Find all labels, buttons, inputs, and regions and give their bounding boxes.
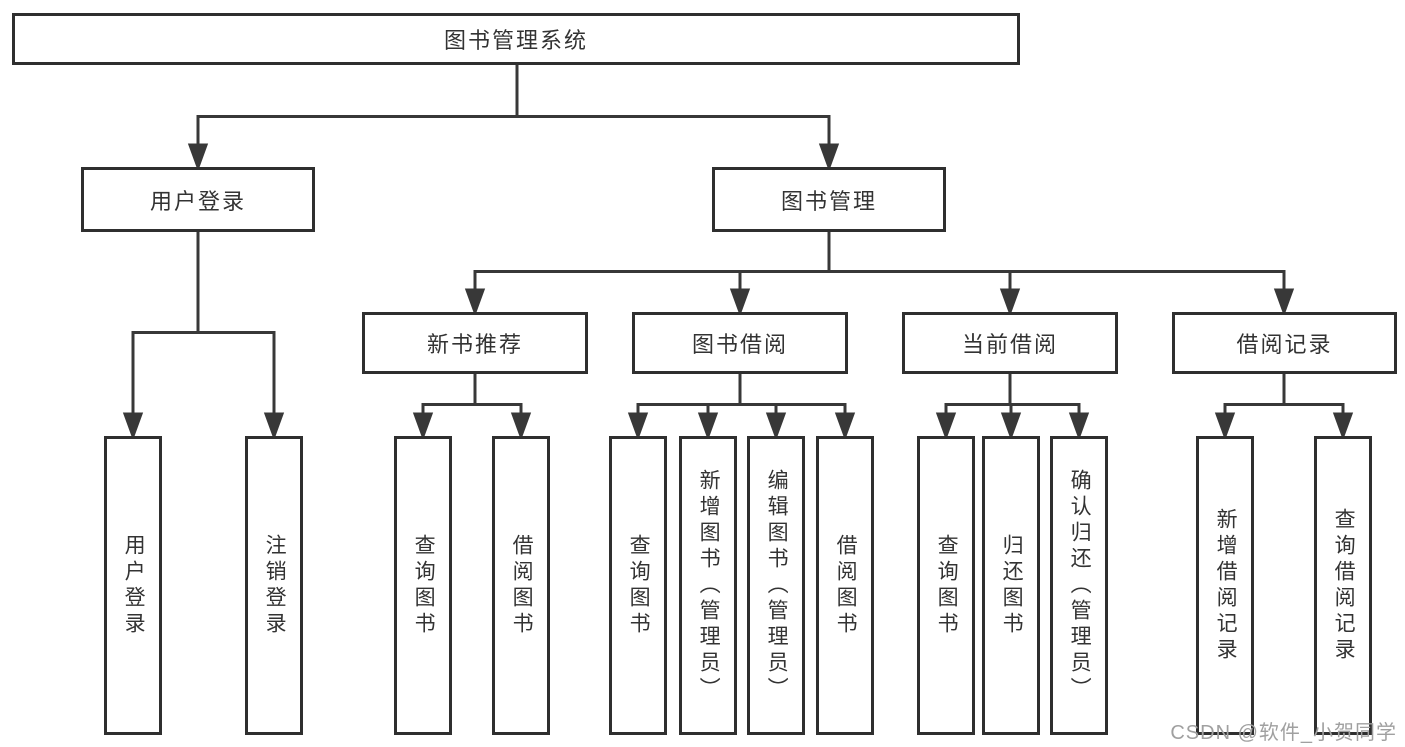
node-leaf-borrow-add-book: 新增图书（管理员） xyxy=(679,436,737,735)
arrow-down-icon xyxy=(1332,412,1354,441)
arrow-down-icon xyxy=(818,143,840,172)
arrow-down-icon xyxy=(834,412,856,441)
arrow-down-icon xyxy=(935,412,957,441)
arrow-down-icon xyxy=(1068,412,1090,441)
arrow-down-icon xyxy=(1273,288,1295,317)
node-new-book-recommend: 新书推荐 xyxy=(362,312,588,374)
node-leaf-borrow-query-book-label: 查询图书 xyxy=(627,533,651,638)
arrow-down-icon xyxy=(729,288,751,317)
arrow-down-icon xyxy=(999,288,1021,317)
node-leaf-borrow-borrow-book: 借阅图书 xyxy=(816,436,874,735)
connector-book-borrow-children xyxy=(627,374,856,441)
node-leaf-user-login-label: 用户登录 xyxy=(122,533,146,638)
arrow-down-icon xyxy=(122,412,144,441)
node-leaf-records-add-record: 新增借阅记录 xyxy=(1196,436,1254,735)
connector-new-book-recommend-children xyxy=(412,374,532,441)
connector-user-login-children xyxy=(122,232,285,441)
node-book-management: 图书管理 xyxy=(712,167,946,232)
node-user-login-label: 用户登录 xyxy=(149,188,246,214)
node-leaf-logout: 注销登录 xyxy=(245,436,303,735)
node-leaf-recommend-query-book: 查询图书 xyxy=(394,436,452,735)
node-current-borrow-label: 当前借阅 xyxy=(961,332,1058,357)
node-borrow-records-label: 借阅记录 xyxy=(1236,332,1333,357)
node-leaf-recommend-borrow-book: 借阅图书 xyxy=(492,436,550,735)
node-leaf-recommend-query-book-label: 查询图书 xyxy=(412,533,436,638)
connector-current-borrow-children xyxy=(935,374,1090,441)
node-leaf-logout-label: 注销登录 xyxy=(263,533,287,638)
arrow-down-icon xyxy=(697,412,719,441)
arrow-down-icon xyxy=(187,143,209,172)
node-leaf-records-query-record-label: 查询借阅记录 xyxy=(1332,507,1356,664)
arrow-down-icon xyxy=(464,288,486,317)
connector-borrow-records-children xyxy=(1214,374,1354,441)
node-leaf-current-return-book-label: 归还图书 xyxy=(1000,533,1024,638)
connector-root-to-level2 xyxy=(187,64,840,172)
node-leaf-borrow-borrow-book-label: 借阅图书 xyxy=(834,533,858,638)
connector-book-management-children xyxy=(464,232,1295,317)
node-leaf-current-confirm-return-label: 确认归还（管理员） xyxy=(1068,468,1092,703)
node-leaf-recommend-borrow-book-label: 借阅图书 xyxy=(510,533,534,638)
node-book-management-label: 图书管理 xyxy=(780,188,877,214)
node-leaf-current-return-book: 归还图书 xyxy=(982,436,1040,735)
node-leaf-borrow-edit-book: 编辑图书（管理员） xyxy=(747,436,805,735)
node-leaf-borrow-add-book-label: 新增图书（管理员） xyxy=(697,468,721,703)
node-leaf-borrow-query-book: 查询图书 xyxy=(609,436,667,735)
arrow-down-icon xyxy=(412,412,434,441)
watermark: CSDN @软件_小贺同学 xyxy=(1170,722,1397,744)
node-book-borrow-label: 图书借阅 xyxy=(691,332,788,357)
node-book-borrow: 图书借阅 xyxy=(632,312,848,374)
node-leaf-borrow-edit-book-label: 编辑图书（管理员） xyxy=(765,468,789,703)
node-current-borrow: 当前借阅 xyxy=(902,312,1118,374)
node-leaf-records-add-record-label: 新增借阅记录 xyxy=(1214,507,1238,664)
node-root: 图书管理系统 xyxy=(12,13,1020,65)
node-new-book-recommend-label: 新书推荐 xyxy=(426,332,523,357)
arrow-down-icon xyxy=(1214,412,1236,441)
node-leaf-records-query-record: 查询借阅记录 xyxy=(1314,436,1372,735)
node-leaf-current-query-book: 查询图书 xyxy=(917,436,975,735)
arrow-down-icon xyxy=(765,412,787,441)
node-root-label: 图书管理系统 xyxy=(443,28,588,53)
node-user-login: 用户登录 xyxy=(81,167,315,232)
arrow-down-icon xyxy=(263,412,285,441)
node-leaf-current-query-book-label: 查询图书 xyxy=(935,533,959,638)
node-borrow-records: 借阅记录 xyxy=(1172,312,1397,374)
node-leaf-current-confirm-return: 确认归还（管理员） xyxy=(1050,436,1108,735)
arrow-down-icon xyxy=(510,412,532,441)
node-leaf-user-login: 用户登录 xyxy=(104,436,162,735)
arrow-down-icon xyxy=(627,412,649,441)
arrow-down-icon xyxy=(1000,412,1022,441)
